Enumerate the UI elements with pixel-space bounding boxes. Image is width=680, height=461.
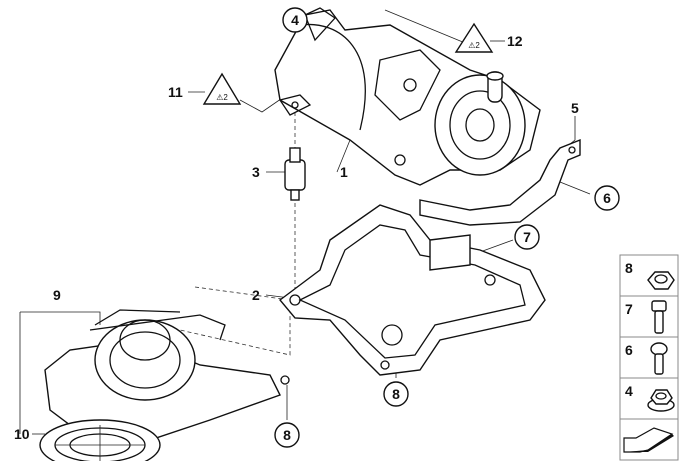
hex-nut-icon bbox=[647, 271, 675, 290]
callout-11[interactable]: 11 bbox=[168, 84, 183, 100]
svg-text:3: 3 bbox=[252, 164, 260, 180]
svg-text:2: 2 bbox=[252, 287, 260, 303]
warning-label-icon: ⚠2 bbox=[202, 72, 242, 105]
callout-7[interactable]: 7 bbox=[514, 224, 540, 250]
svg-text:6: 6 bbox=[625, 342, 633, 358]
svg-text:7: 7 bbox=[625, 301, 633, 317]
svg-text:12: 12 bbox=[507, 33, 523, 49]
fan-unit bbox=[39, 309, 290, 461]
rubber-mount bbox=[284, 147, 306, 201]
svg-text:11: 11 bbox=[168, 84, 183, 100]
svg-text:8: 8 bbox=[625, 260, 633, 276]
svg-text:6: 6 bbox=[603, 190, 611, 206]
hex-bolt-icon bbox=[651, 300, 667, 334]
callout-10[interactable]: 10 bbox=[14, 426, 30, 442]
callout-4[interactable]: 4 bbox=[282, 7, 308, 33]
callout-1[interactable]: 1 bbox=[340, 164, 348, 180]
callout-8[interactable]: 8 bbox=[383, 381, 409, 407]
electric-pump-assembly bbox=[274, 7, 541, 186]
orientation-arrow-icon bbox=[623, 427, 674, 453]
callout-9[interactable]: 9 bbox=[53, 287, 61, 303]
svg-text:5: 5 bbox=[571, 100, 579, 116]
bracket-strap bbox=[419, 138, 581, 226]
fastener-legend: 8 7 6 4 bbox=[619, 254, 679, 461]
svg-text:1: 1 bbox=[340, 164, 348, 180]
svg-text:9: 9 bbox=[53, 287, 61, 303]
callout-2[interactable]: 2 bbox=[252, 287, 260, 303]
flange-nut-icon bbox=[647, 389, 675, 412]
svg-text:4: 4 bbox=[625, 383, 633, 399]
svg-text:⚠2: ⚠2 bbox=[468, 41, 480, 50]
callout-12[interactable]: 12 bbox=[507, 33, 523, 49]
svg-text:10: 10 bbox=[14, 426, 30, 442]
svg-text:8: 8 bbox=[283, 427, 291, 443]
legend-item-8[interactable]: 8 bbox=[625, 260, 675, 290]
svg-text:8: 8 bbox=[392, 386, 400, 402]
svg-text:4: 4 bbox=[291, 12, 299, 28]
legend-item-6[interactable]: 6 bbox=[625, 342, 668, 375]
callout-8[interactable]: 8 bbox=[274, 422, 300, 448]
carrier-bracket bbox=[278, 204, 546, 376]
callout-5[interactable]: 5 bbox=[571, 100, 579, 116]
callout-6[interactable]: 6 bbox=[594, 185, 620, 211]
warning-label-icon: ⚠2 bbox=[454, 22, 494, 53]
svg-text:⚠2: ⚠2 bbox=[216, 93, 228, 102]
svg-text:7: 7 bbox=[523, 229, 531, 245]
legend-item-7[interactable]: 7 bbox=[625, 300, 667, 334]
torx-bolt-icon bbox=[650, 342, 668, 375]
legend-item-4[interactable]: 4 bbox=[625, 383, 675, 412]
callout-3[interactable]: 3 bbox=[252, 164, 260, 180]
